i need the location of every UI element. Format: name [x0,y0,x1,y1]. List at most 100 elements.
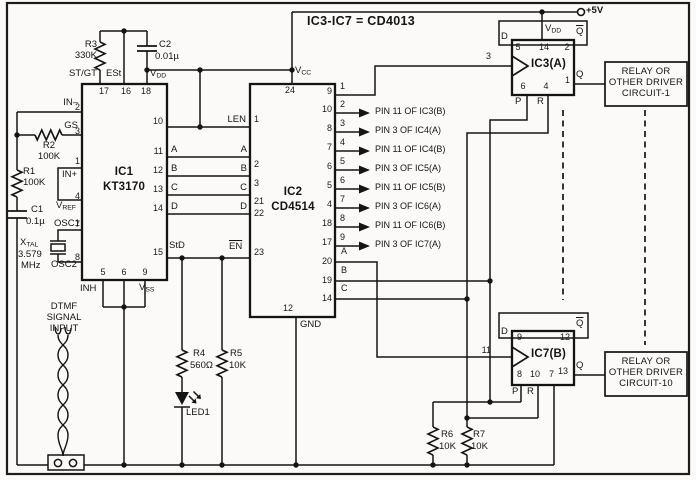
ic7b-d-qbar-loop [498,312,589,339]
r2-ref: R2 [42,140,56,151]
ic2-output-6: 6 [340,175,346,185]
ic3a-pin-14: 14 [538,42,550,52]
ic3a-pin-5: 5 [515,42,521,52]
ic1-pin-6: 6 [121,267,127,277]
led1-symbol [174,390,201,408]
ic2-pin-5: 5 [326,180,332,190]
r3-ref: R3 [84,39,97,50]
resistor-r1-symbol [10,169,24,198]
ic1-pin-label-osc2: OSC2 [51,259,77,270]
schematic-border [5,1,691,476]
output-target-4: PIN 3 OF IC5(A) [375,163,442,173]
ic7b-pin-9: 9 [517,332,523,342]
ic3a-pin-label-qbar: Q [576,26,584,37]
ic3a-pin-1: 1 [564,75,570,85]
xtal-frequency: 3.579 [18,249,42,260]
ic3a-clock-triangle [511,55,530,77]
ic2-pin-label-len: LEN [227,114,246,125]
relay-boxes [604,61,688,397]
c2-ref: C2 [159,39,172,50]
ic7b-clock-triangle [511,346,530,368]
ic1-pin-label-in-minus: IN– [63,97,78,108]
led1-ref: LED1 [186,407,210,418]
ic1-pin-label-gs: GS [64,120,78,131]
ic1-body [80,82,169,282]
ic2-pin-12: 12 [282,303,293,313]
ic1-pin-label-vdd: VDD [150,68,167,80]
resistor-symbols [10,41,474,456]
ic-outlines [80,38,576,387]
supply-terminal [576,7,586,17]
resistor-r2-symbol [34,128,63,142]
input-label-line2: SIGNAL [46,312,82,323]
resistor-r4-symbol [175,349,189,378]
resistor-r3-symbol [93,41,107,71]
capacitor-c2-symbol [137,45,157,52]
ic3a-pin-3: 3 [485,51,491,61]
ic2-body [248,82,337,319]
output-target-6: PIN 3 OF IC6(A) [375,201,442,211]
continuation-dashes [562,110,646,345]
output-target-7: PIN 11 OF IC6(B) [375,220,446,230]
ic1-pin-8: 8 [74,252,80,262]
dq-feedback-loops [498,20,589,339]
ic1-pin-label-stgt: ST/GT [69,68,97,79]
bus-c-label-right: C [240,182,247,193]
relay10-line1: RELAY OR [621,356,671,367]
relay10-line2: OTHER DRIVER [608,367,684,378]
ic7b-name: IC7(B) [531,348,567,360]
relay1-line1: RELAY OR [621,66,671,77]
ic1-pin-label-osc1: OSC1 [54,218,80,229]
junction-dots [14,9,545,468]
ic2-pin-9: 9 [326,86,332,96]
ic2-output-a: A [341,246,348,256]
ic7b-pin-11: 11 [481,345,491,355]
ic3a-pin-2: 2 [564,42,570,52]
ic1-pin-17: 17 [98,86,110,96]
ic2-pin-23: 23 [254,247,265,257]
r4-ref: R4 [193,348,206,359]
ic2-output-8: 8 [340,213,346,223]
ic7b-pin-label-qbar: Q [576,318,584,329]
r7-ref: R7 [473,429,486,440]
capacitor-c1-symbol [7,210,27,219]
ic1-pin-label-in-plus: IN+ [62,169,78,180]
ic1-pin-3: 3 [74,126,80,136]
ic1-pin-14: 14 [152,203,163,213]
ic2-pin-17: 17 [321,237,332,247]
c2-value: 0.01µ [155,51,179,62]
ic2-pin-8: 8 [326,123,332,133]
r1-value: 100K [23,177,46,188]
bus-b-label-left: B [171,163,178,174]
bus-a-label-left: A [171,144,178,155]
bus-c-label-left: C [171,182,178,193]
bus-a-label-right: A [240,144,247,155]
output-arrows [359,108,370,251]
ic1-name: IC1 [114,166,134,178]
ic2-pin-22: 22 [254,208,265,218]
ic3a-pin-6: 6 [520,81,526,91]
ic2-pin-label-vcc: VCC [295,65,312,77]
relay1-box [604,61,688,107]
ic1-pin-label-std: StD [169,240,185,251]
ic2-pin-3: 3 [254,178,260,188]
ic1-part-number: KT3170 [102,181,146,193]
ic1-pin-label-est: ESt [106,68,122,79]
ic2-pin-24: 24 [284,85,296,95]
supply-label: +5V [586,5,604,16]
ic2-output-3: 3 [340,118,346,128]
bus-d-label-right: D [240,201,247,212]
ic2-output-5: 5 [340,156,346,166]
relay1-line2: OTHER DRIVER [608,77,684,88]
ic2-pin-19: 19 [321,275,332,285]
ic3a-body [510,38,576,97]
input-label-line1: DTMF [50,301,78,312]
ic3a-name: IC3(A) [531,58,567,70]
ic2-output-c: C [341,283,348,293]
ic2-output-4: 4 [340,137,346,147]
ic2-pin-18: 18 [321,218,332,228]
ic1-pin-16: 16 [120,86,132,96]
ic7b-pin-label-p: P [512,386,519,397]
